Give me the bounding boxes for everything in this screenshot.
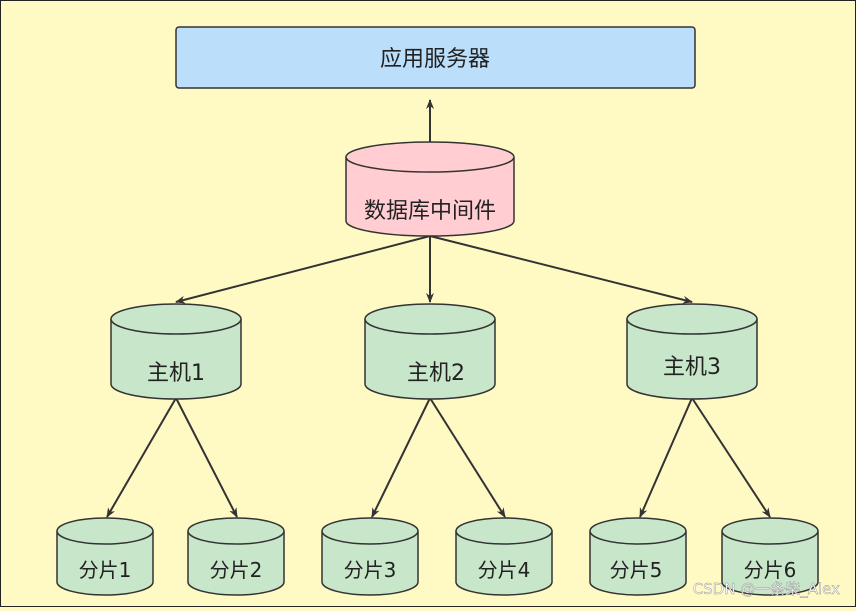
shard-label: 分片2 (210, 558, 263, 582)
shard-node-3: 分片3 (321, 517, 419, 596)
shard-label: 分片6 (744, 558, 797, 582)
app-server-label: 应用服务器 (380, 47, 490, 72)
app-server-box (175, 26, 696, 89)
shard-cylinder-top (187, 517, 285, 545)
middleware-cylinder-body (345, 157, 515, 237)
host-cylinder-body (110, 319, 242, 400)
connector-middleware-host1 (175, 235, 431, 304)
middleware-cylinder-top (345, 141, 515, 173)
shard-node-5: 分片5 (589, 517, 687, 596)
shard-cylinder-body (321, 531, 419, 596)
shard-cylinder-body (187, 531, 285, 596)
host-node-1: 主机1 (110, 303, 242, 400)
shard-cylinder-top (455, 517, 553, 545)
host-cylinder-top (110, 303, 242, 335)
shard-cylinder-top (589, 517, 687, 545)
shard-node-6: 分片6 (721, 517, 819, 596)
shard-cylinder-body (455, 531, 553, 596)
shard-label: 分片1 (79, 558, 132, 582)
connector-middleware-host3 (429, 235, 693, 304)
host-cylinder-body (626, 319, 758, 400)
shard-cylinder-body (721, 531, 819, 596)
shard-cylinder-top (56, 517, 154, 545)
host-cylinder-top (364, 303, 496, 335)
shard-node-1: 分片1 (56, 517, 154, 596)
app-server-node: 应用服务器 (175, 26, 696, 89)
shard-cylinder-body (589, 531, 687, 596)
shard-label: 分片5 (610, 558, 663, 582)
host-node-3: 主机3 (626, 303, 758, 400)
host-label: 主机1 (147, 361, 205, 386)
connector-host2-shard3 (371, 397, 431, 518)
connector-host1-shard1 (106, 397, 177, 518)
connector-host3-shard6 (691, 397, 771, 518)
connector-host3-shard5 (639, 397, 693, 518)
connector-host1-shard2 (175, 397, 238, 518)
shard-cylinder-top (721, 517, 819, 545)
host-label: 主机3 (663, 355, 721, 380)
connector-host2-shard4 (429, 397, 506, 518)
watermark-text: CSDN @一条柴_Alex (693, 580, 840, 599)
host-node-2: 主机2 (364, 303, 496, 400)
shard-label: 分片3 (344, 558, 397, 582)
connectors (106, 99, 771, 518)
host-cylinder-top (626, 303, 758, 335)
shard-cylinder-top (321, 517, 419, 545)
shard-label: 分片4 (478, 558, 531, 582)
shard-node-2: 分片2 (187, 517, 285, 596)
host-label: 主机2 (407, 361, 465, 386)
shard-cylinder-body (56, 531, 154, 596)
host-cylinder-body (364, 319, 496, 400)
middleware-label: 数据库中间件 (364, 199, 496, 224)
shard-node-4: 分片4 (455, 517, 553, 596)
middleware-node: 数据库中间件 (345, 141, 515, 237)
